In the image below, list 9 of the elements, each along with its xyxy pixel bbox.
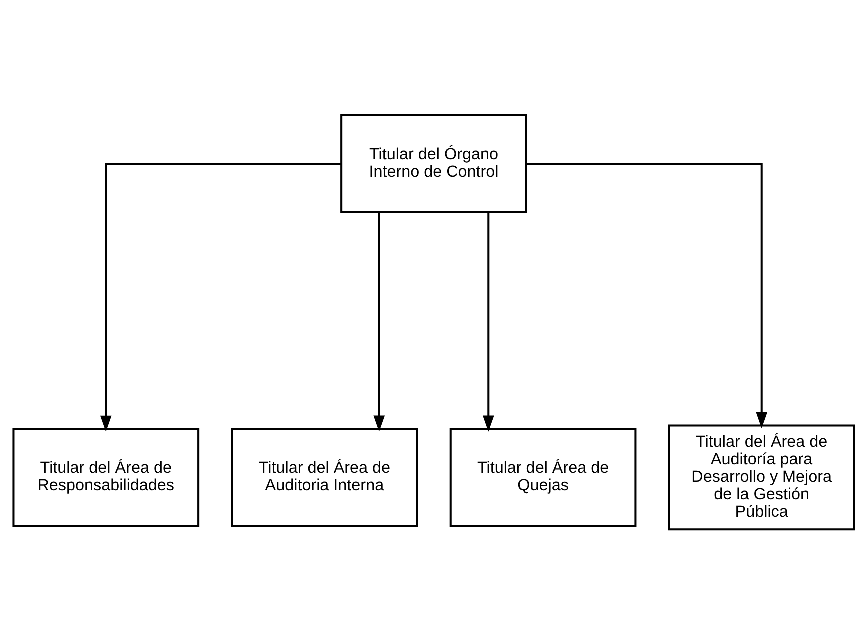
arrow bbox=[374, 212, 386, 432]
node-box: Titular del Área de Quejas bbox=[450, 428, 637, 527]
node-box: Titular del Área de Auditoria Interna bbox=[231, 428, 418, 527]
arrow bbox=[100, 162, 342, 432]
arrow bbox=[482, 212, 494, 432]
node-box: Titular del Órgano Interno de Control bbox=[340, 114, 528, 214]
node-box: Titular del Área de Responsabilidades bbox=[12, 428, 200, 527]
arrow bbox=[526, 162, 768, 428]
node-box: Titular del Área de Auditoría para Desarrollo y Mejora de la Gestión Pública bbox=[668, 424, 856, 530]
